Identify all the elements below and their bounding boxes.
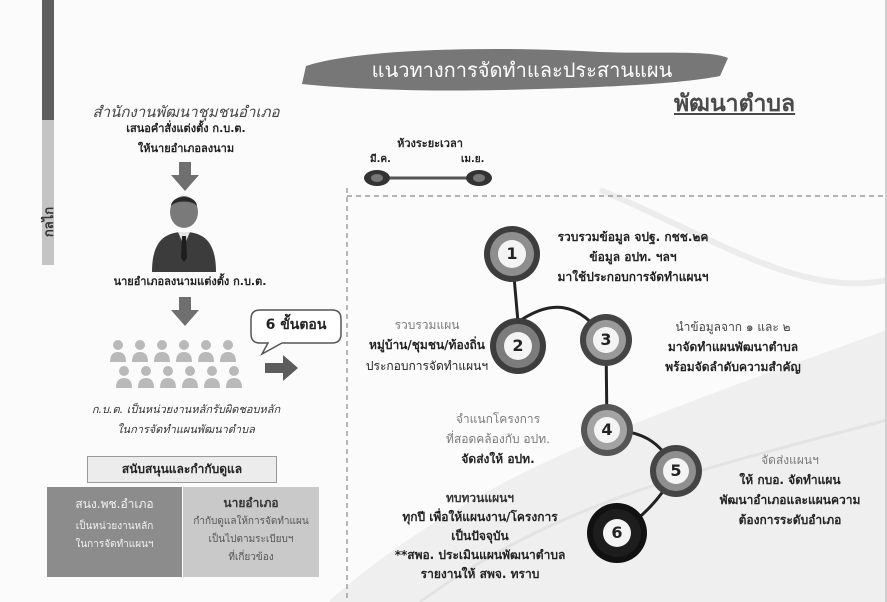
propose-line2: ให้นายอำเภอลงนาม	[137, 142, 235, 155]
step-3-node	[580, 314, 632, 366]
step-4-line2: ที่สอดคล้องกับ อปท.	[446, 432, 550, 446]
step-1-line3: มาใช้ประกอบการจัดทำแผนฯ	[557, 270, 709, 284]
step-4-line1: จำแนกโครงการ	[455, 412, 541, 426]
step-6-line2: ทุกปี เพื่อให้แผนงาน/โครงการ	[402, 510, 558, 524]
box2-title: นายอำเภอ	[223, 496, 279, 510]
step-2-node	[490, 318, 546, 374]
committee-line1: ก.บ.ต. เป็นหน่วยงานหลักรับผิดชอบหลัก	[91, 403, 281, 416]
box2-line1: กำกับดูแลให้การจัดทำแผน	[193, 516, 309, 527]
page-title: แนวทางการจัดทำและประสานแผน	[371, 58, 673, 82]
committee-line2: ในการจัดทำแผนพัฒนาตำบล	[117, 423, 255, 436]
box2-line2: เป็นไปตามระเบียบฯ	[208, 534, 294, 545]
step-5-line4: ต้องการระดับอำเภอ	[738, 513, 842, 527]
box-district-chief	[183, 487, 319, 577]
timeline-start-label: มี.ค.	[370, 154, 391, 165]
steps-bubble-shape	[250, 309, 342, 356]
timeline-end-label: เม.ย.	[461, 154, 485, 165]
box1-title: สนง.พช.อำเภอ	[75, 497, 154, 511]
steps-bubble-text: 6 ขั้นตอน	[265, 317, 327, 333]
step-3-line2: มาจัดทำแผนพัฒนาตำบล	[667, 340, 799, 354]
step-5-line1: จัดส่งแผนฯ	[761, 453, 819, 467]
step-6-line5: รายงานให้ สพจ. ทราบ	[420, 567, 540, 581]
office-name: สำนักงานพัฒนาชุมชนอำเภอ	[92, 103, 280, 121]
side-bar-dark	[42, 0, 54, 120]
down-arrow-icon	[171, 297, 199, 326]
step-4-number: 4	[601, 420, 613, 439]
box1-line1: เป็นหน่วยงานหลัก	[75, 521, 154, 532]
title-brush-band	[302, 48, 728, 91]
step-2-number: 2	[512, 336, 524, 355]
timeline-label: ห้วงระยะเวลา	[397, 137, 463, 150]
step-3-line1: นำข้อมูลจาก ๑ และ ๒	[675, 320, 791, 334]
page-subtitle: พัฒนาตำบล	[674, 91, 796, 117]
step-3-number: 3	[600, 330, 612, 349]
sign-text: นายอำเภอลงนามแต่งตั้ง ก.บ.ต.	[113, 275, 267, 288]
step-1-line2: ข้อมูล อปท. ฯลฯ	[589, 250, 677, 264]
timeline-bar	[364, 170, 492, 186]
right-arrow-icon	[265, 355, 298, 381]
step-6-number: 6	[611, 523, 623, 542]
step-1-node	[484, 226, 540, 282]
step-6-node	[587, 503, 647, 563]
committee-people-icon	[110, 340, 242, 388]
step-4-node	[581, 404, 633, 456]
step-3-line3: พร้อมจัดลำดับความสำคัญ	[665, 360, 801, 374]
step-6-line1: ทบทวนแผนฯ	[445, 491, 515, 505]
step-2-line1: รวบรวมแผน	[394, 318, 460, 332]
step-5-node	[650, 445, 702, 497]
step-1-number: 1	[506, 244, 518, 263]
step-2-line2: หมู่บ้าน/ชุมชน/ท้องถิ่น	[369, 338, 485, 352]
box1-line2: ในการจัดทำแผนฯ	[75, 539, 154, 550]
step-5-line2: ให้ กบอ. จัดทำแผน	[739, 473, 841, 487]
step-5-line3: พัฒนาอำเภอและแผนความ	[719, 493, 861, 507]
propose-line1: เสนอคำสั่งแต่งตั้ง ก.บ.ต.	[126, 122, 246, 135]
official-person-icon	[152, 196, 216, 272]
step-5-number: 5	[670, 461, 682, 480]
step-1-line1: รวบรวมข้อมูล จปฐ. กชช.๒ค	[557, 230, 709, 244]
step-6-line3: เป็นปัจจุบัน	[451, 529, 509, 543]
support-header: สนับสนุนและกำกับดูแล	[87, 456, 277, 483]
step-4-line3: จัดส่งให้ อปท.	[461, 452, 535, 466]
box2-line3: ที่เกี่ยวข้อง	[228, 552, 274, 563]
down-arrow-icon	[171, 162, 199, 191]
step-6-line4: **สพอ. ประเมินแผนพัฒนาตำบล	[394, 548, 566, 562]
side-bar-light	[42, 120, 54, 265]
box-district-cdo	[47, 487, 182, 577]
step-2-line3: ประกอบการจัดทำแผนฯ	[365, 359, 489, 373]
